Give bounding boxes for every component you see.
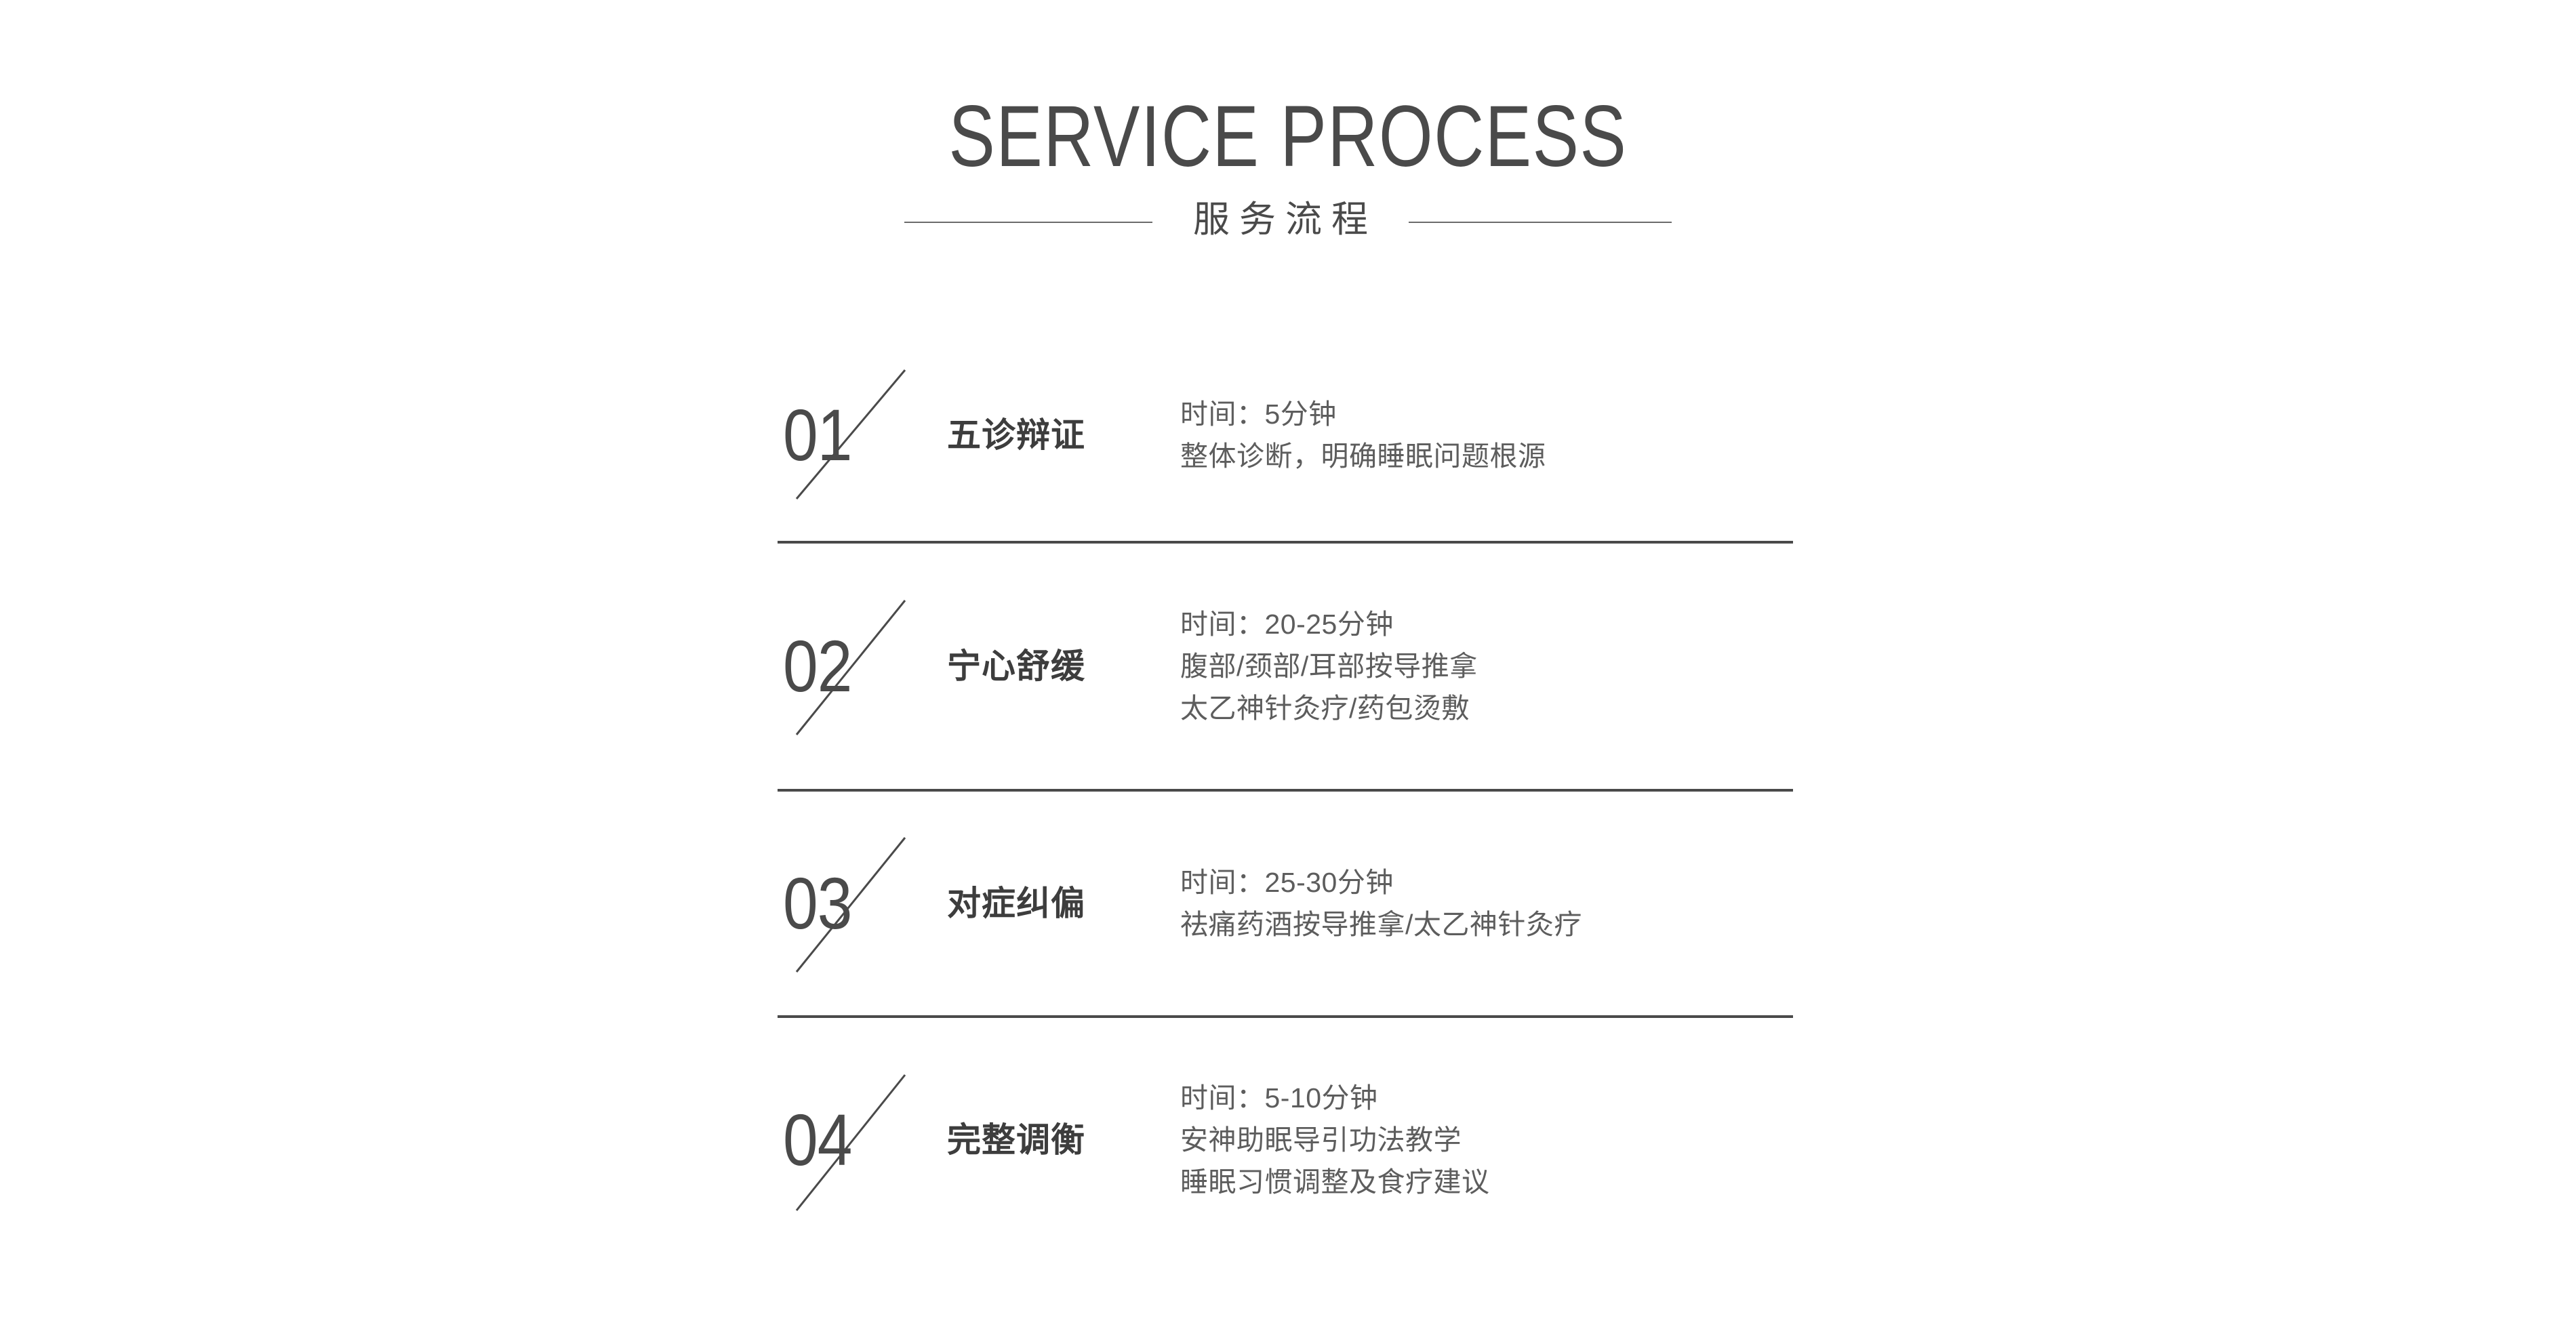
step-number: 03 (783, 862, 852, 944)
step-number: 02 (783, 625, 852, 707)
step-description-line: 时间：25-30分钟 (1180, 866, 1394, 898)
step-description-line: 时间：20-25分钟 (1180, 608, 1394, 640)
page-title-chinese: 服务流程 (1193, 199, 1377, 240)
subtitle-row: 服务流程 (0, 194, 2576, 251)
step-description-line: 时间：5-10分钟 (1180, 1082, 1378, 1114)
step-description-line: 安神助眠导引功法教学 (1180, 1124, 1462, 1156)
step-number-wrap: 01 (778, 329, 940, 541)
step-description-line: 睡眠习惯调整及食疗建议 (1180, 1166, 1490, 1198)
step-number-wrap: 02 (778, 544, 940, 789)
row-divider (778, 541, 1793, 544)
step-description: 时间：25-30分钟 祛痛药酒按导推拿/太乙神针灸疗 (1164, 861, 1793, 946)
step-title: 完整调衡 (947, 1120, 1085, 1159)
page-header: SERVICE PROCESS 服务流程 (0, 0, 2576, 285)
step-number: 01 (783, 394, 852, 476)
page-title-english: SERVICE PROCESS (948, 88, 1628, 185)
step-description-line: 时间：5分钟 (1180, 398, 1337, 430)
step-number: 04 (783, 1099, 852, 1181)
step-number-wrap: 04 (778, 1018, 940, 1262)
step-description: 时间：5分钟 整体诊断，明确睡眠问题根源 (1164, 393, 1793, 478)
step-title: 对症纠偏 (947, 884, 1085, 922)
service-process-list: 01 五诊辩证 时间：5分钟 整体诊断，明确睡眠问题根源 02 宁心舒缓 时间：… (778, 329, 1793, 1262)
process-step-row: 04 完整调衡 时间：5-10分钟 安神助眠导引功法教学 睡眠习惯调整及食疗建议 (778, 1018, 1793, 1262)
row-divider (778, 789, 1793, 792)
step-description: 时间：20-25分钟 腹部/颈部/耳部按导推拿 太乙神针灸疗/药包烫敷 (1164, 603, 1793, 730)
step-description: 时间：5-10分钟 安神助眠导引功法教学 睡眠习惯调整及食疗建议 (1164, 1077, 1793, 1204)
step-number-wrap: 03 (778, 792, 940, 1015)
step-title: 宁心舒缓 (947, 647, 1085, 685)
step-description-line: 整体诊断，明确睡眠问题根源 (1180, 441, 1546, 472)
step-title: 五诊辩证 (947, 415, 1085, 454)
decorative-rule-right (1409, 222, 1672, 223)
process-step-row: 02 宁心舒缓 时间：20-25分钟 腹部/颈部/耳部按导推拿 太乙神针灸疗/药… (778, 544, 1793, 789)
decorative-rule-left (904, 222, 1152, 223)
step-description-line: 祛痛药酒按导推拿/太乙神针灸疗 (1180, 909, 1582, 940)
process-step-row: 01 五诊辩证 时间：5分钟 整体诊断，明确睡眠问题根源 (778, 329, 1793, 541)
step-description-line: 腹部/颈部/耳部按导推拿 (1180, 650, 1478, 682)
step-description-line: 太乙神针灸疗/药包烫敷 (1180, 693, 1470, 724)
process-step-row: 03 对症纠偏 时间：25-30分钟 祛痛药酒按导推拿/太乙神针灸疗 (778, 792, 1793, 1015)
row-divider (778, 1015, 1793, 1018)
